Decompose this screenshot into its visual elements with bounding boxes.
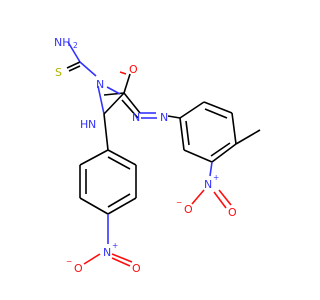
azo-nitrogen-b-label: N [160,111,168,124]
atom-labels: NH 2 S N O H N N N N + O − O N + O − O [54,36,237,275]
right-nitro-nitrogen-label: N [204,178,212,191]
lower-nitro-bonds [83,253,133,267]
right-nitro-bonds [191,161,232,209]
right-nitro-oxygen-anion-label: O [184,203,193,216]
carbonyl-oxygen-label: O [129,63,138,76]
right-nitro-oxygen-double-label: O [228,206,237,219]
amide-h-count: 2 [73,41,78,50]
molecule-diagram: NH 2 S N O H N N N N + O − O N + O − O [54,36,261,275]
pyrazole-nh-h-label: H [80,118,88,131]
lower-linker-bonds [103,113,109,151]
lower-nitro-nitrogen-charge: + [112,241,118,250]
structure-drawing: NH 2 S N O H N N N N + O − O N + O − O [54,36,261,275]
pyrazole-n2-label: N [88,118,96,131]
lower-nitro-nitrogen-label: N [103,246,111,259]
lower-nitro-oxygen-anion-label: O [74,262,83,275]
azo-nitrogen-a-label: N [132,111,140,124]
thioamide-bonds [66,41,97,77]
lower-nitro-oxygen-double-label: O [132,262,141,275]
pyrazolone-ring-bonds [97,71,131,115]
lower-phenyl-ring-bonds [79,149,137,244]
right-nitro-oxygen-charge: − [176,198,182,207]
lower-nitro-oxygen-charge: − [66,257,72,266]
right-nitro-nitrogen-charge: + [213,173,219,182]
right-phenyl-ring-bonds [179,101,261,163]
pyrazole-n1-label: N [96,78,104,91]
thione-sulfur-label: S [55,66,62,79]
azo-bonds [121,92,181,119]
amide-nitrogen-label: NH [54,36,71,49]
